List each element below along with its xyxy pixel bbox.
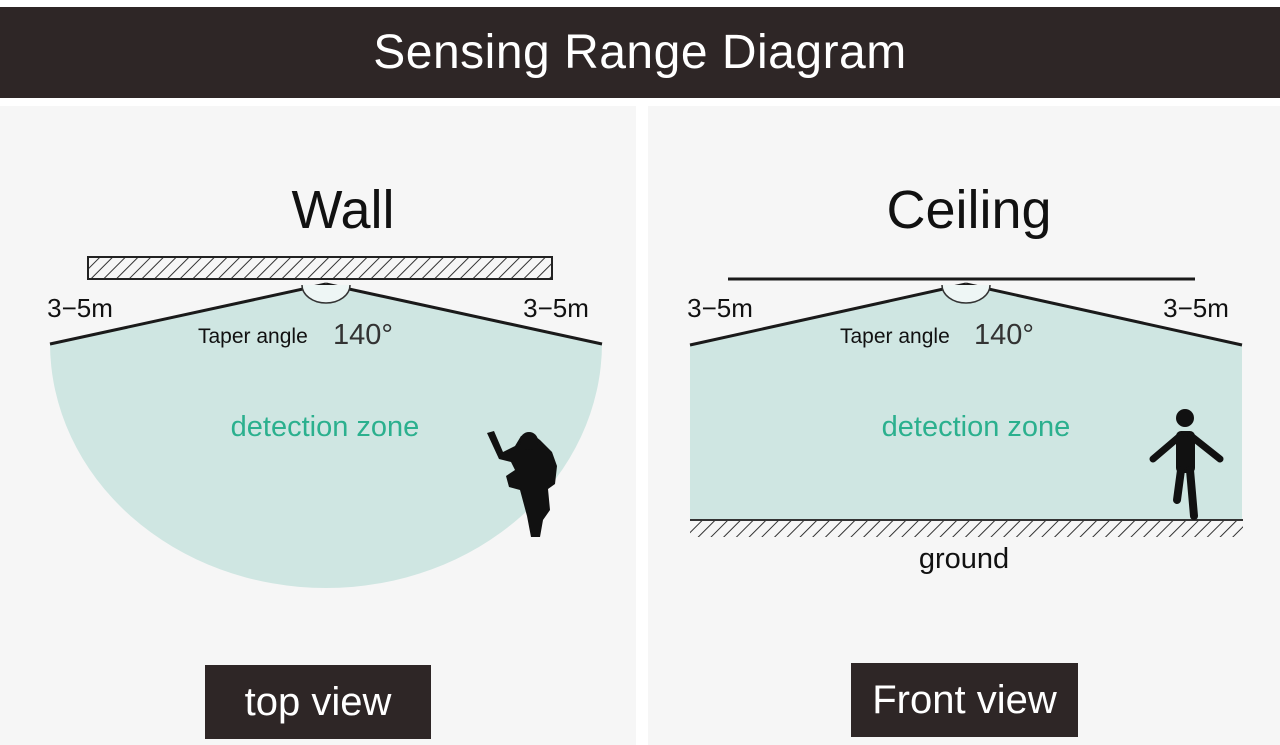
ceiling-range-right: 3−5m bbox=[1163, 293, 1229, 323]
page-title: Sensing Range Diagram bbox=[373, 26, 907, 79]
wall-taper-label: Taper angle bbox=[198, 325, 308, 348]
wall-taper-value: 140° bbox=[333, 319, 393, 351]
wall-title: Wall bbox=[292, 180, 395, 240]
front-view-person-icon bbox=[1149, 409, 1224, 520]
wall-range-right: 3−5m bbox=[523, 293, 589, 323]
top-view-person-icon bbox=[487, 431, 557, 537]
ceiling-boundary-right bbox=[965, 282, 1243, 347]
ceiling-title: Ceiling bbox=[886, 180, 1051, 240]
ceiling-taper-label: Taper angle bbox=[840, 325, 950, 348]
front-view-text: Front view bbox=[872, 677, 1057, 722]
wall-zone-label: detection zone bbox=[231, 411, 420, 443]
wall-detection-zone bbox=[50, 286, 602, 588]
wall-sensor-dome bbox=[301, 284, 351, 304]
ceiling-zone-label: detection zone bbox=[882, 411, 1071, 443]
ceiling-range-left: 3−5m bbox=[687, 293, 753, 323]
ceiling-taper-value: 140° bbox=[974, 319, 1034, 351]
header-bar: Sensing Range Diagram bbox=[0, 7, 1280, 98]
ground-label: ground bbox=[919, 543, 1009, 575]
front-view-label: Front view bbox=[851, 663, 1078, 737]
top-view-label: top view bbox=[205, 665, 431, 739]
ceiling-detection-zone bbox=[690, 285, 1242, 520]
wall-boundary-right bbox=[325, 282, 603, 346]
wall-surface bbox=[87, 256, 553, 280]
ceiling-sensor-dome bbox=[941, 284, 991, 304]
wall-range-left: 3−5m bbox=[47, 293, 113, 323]
top-view-text: top view bbox=[244, 679, 392, 724]
ceiling-boundary-left bbox=[689, 282, 967, 347]
wall-boundary-left bbox=[49, 282, 327, 346]
ground-hatch bbox=[690, 521, 1243, 537]
